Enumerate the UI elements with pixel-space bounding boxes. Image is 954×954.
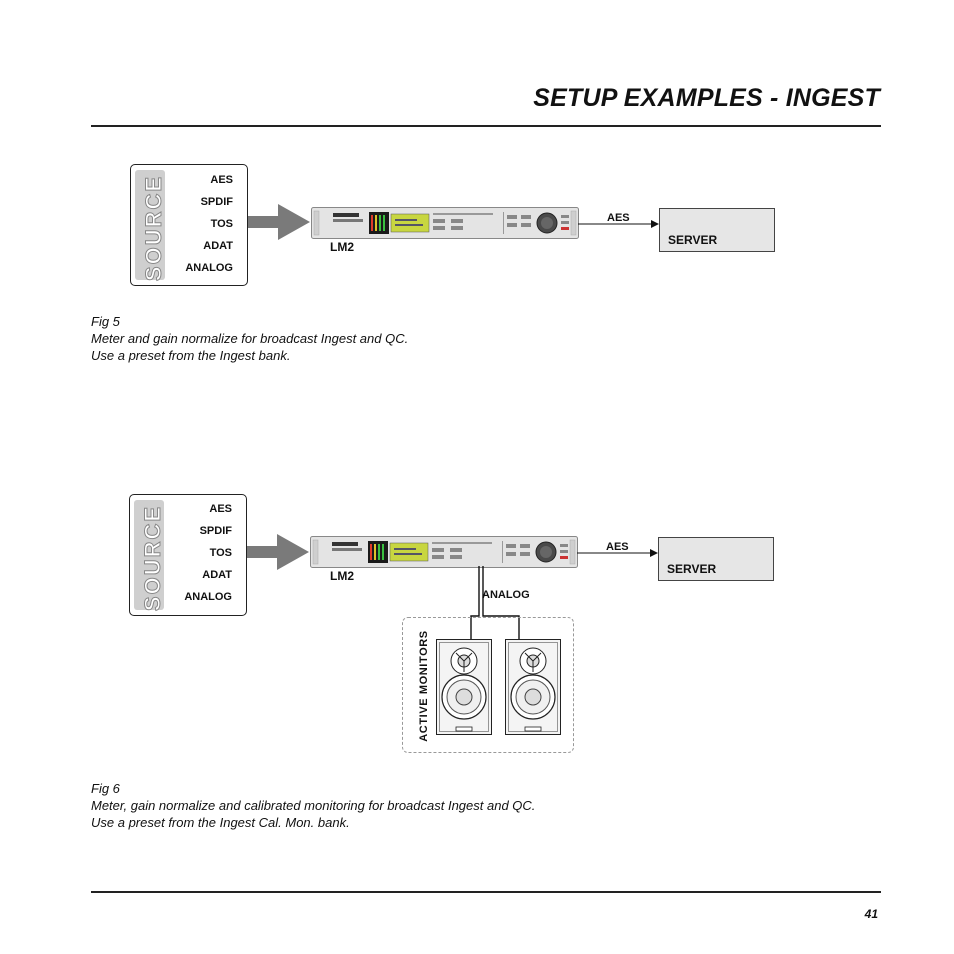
source-input-spdif: SPDIF <box>200 196 233 208</box>
aes-output-label: AES <box>606 541 629 553</box>
source-input-adat: ADAT <box>202 569 232 581</box>
lm2-label: LM2 <box>330 569 354 583</box>
source-label: SOURCE <box>140 504 166 612</box>
fig6-line2: Use a preset from the Ingest Cal. Mon. b… <box>91 815 350 830</box>
input-arrow-icon <box>248 204 310 240</box>
source-box: SOURCE AES SPDIF TOS ADAT ANALOG <box>129 494 247 616</box>
left-monitor-speaker-icon <box>436 639 492 735</box>
active-monitors-label: ACTIVE MONITORS <box>418 630 430 742</box>
aes-output-arrow-icon <box>578 220 659 228</box>
lm2-rack-unit <box>310 536 578 568</box>
analog-output-label: ANALOG <box>482 589 530 601</box>
footer-rule <box>91 891 881 893</box>
input-arrow-icon <box>247 534 309 570</box>
source-input-tos: TOS <box>210 218 233 230</box>
fig6-line1: Meter, gain normalize and calibrated mon… <box>91 798 536 813</box>
fig5-line2: Use a preset from the Ingest bank. <box>91 348 291 363</box>
server-box: SERVER <box>658 537 774 581</box>
source-input-aes: AES <box>210 174 233 186</box>
server-label: SERVER <box>667 562 717 576</box>
lm2-label: LM2 <box>330 240 354 254</box>
fig6-caption: Fig 6 Meter, gain normalize and calibrat… <box>91 780 535 831</box>
fig5-line1: Meter and gain normalize for broadcast I… <box>91 331 409 346</box>
analog-cables <box>470 566 520 642</box>
fig5-caption: Fig 5 Meter and gain normalize for broad… <box>91 313 408 364</box>
source-label-panel: SOURCE <box>135 170 167 282</box>
lm2-rack-unit <box>311 207 579 239</box>
page-number: 41 <box>864 907 878 921</box>
source-box: SOURCE AES SPDIF TOS ADAT ANALOG <box>130 164 248 286</box>
source-input-analog: ANALOG <box>185 262 233 274</box>
page-title: SETUP EXAMPLES - INGEST <box>533 84 880 112</box>
fig6-title: Fig 6 <box>91 781 120 796</box>
source-input-aes: AES <box>209 503 232 515</box>
header-rule <box>91 125 881 127</box>
source-input-spdif: SPDIF <box>199 525 232 537</box>
server-label: SERVER <box>668 233 718 247</box>
source-input-adat: ADAT <box>203 240 233 252</box>
fig5-title: Fig 5 <box>91 314 120 329</box>
aes-output-arrow-icon <box>577 549 658 557</box>
source-input-tos: TOS <box>209 547 232 559</box>
right-monitor-speaker-icon <box>505 639 561 735</box>
active-monitors-box <box>402 617 574 753</box>
source-label-panel: SOURCE <box>134 500 166 612</box>
server-box: SERVER <box>659 208 775 252</box>
aes-output-label: AES <box>607 212 630 224</box>
source-label: SOURCE <box>141 174 167 282</box>
source-input-analog: ANALOG <box>184 591 232 603</box>
